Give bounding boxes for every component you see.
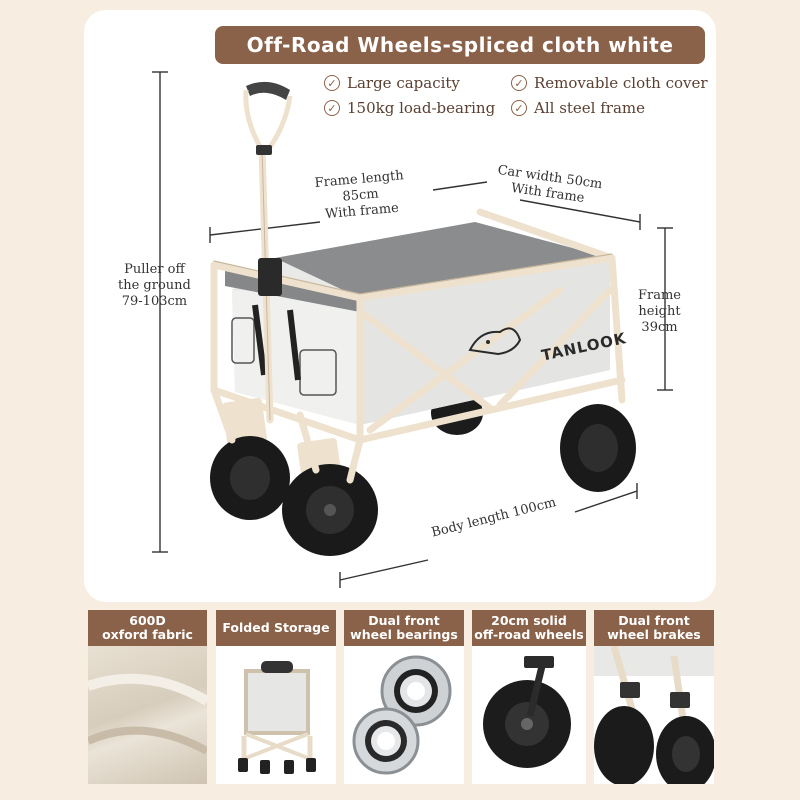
check-circle-icon: ✓ bbox=[511, 75, 527, 91]
pull-handle bbox=[243, 81, 293, 424]
thumb-fabric-image bbox=[88, 646, 207, 784]
feature-label: 150kg load-bearing bbox=[347, 99, 496, 117]
feature-label: Removable cloth cover bbox=[534, 74, 708, 92]
dimension-lines bbox=[152, 71, 673, 588]
feature-large-capacity: ✓ Large capacity bbox=[324, 74, 460, 92]
check-circle-icon: ✓ bbox=[511, 100, 527, 116]
thumb-bearings-title: Dual front wheel bearings bbox=[344, 610, 464, 646]
feature-load-bearing: ✓ 150kg load-bearing bbox=[324, 99, 495, 117]
rear-wheels bbox=[431, 391, 636, 492]
offroad-wheel-drawing bbox=[483, 656, 571, 768]
dimension-frame-height: Frame height 39cm bbox=[638, 288, 682, 335]
thumb-fabric-title: 600D oxford fabric bbox=[88, 610, 207, 646]
folded-wagon-drawing bbox=[238, 661, 316, 774]
dimension-frame-length: Frame length 85cm With frame bbox=[314, 168, 405, 223]
feature-steel-frame: ✓ All steel frame bbox=[511, 99, 645, 117]
product-title: Off-Road Wheels-spliced cloth white bbox=[246, 33, 674, 57]
feature-label: All steel frame bbox=[534, 99, 646, 117]
product-title-banner: Off-Road Wheels-spliced cloth white bbox=[215, 26, 705, 64]
dimension-puller: Puller off the ground 79-103cm bbox=[118, 262, 191, 309]
wagon-diagram bbox=[152, 71, 673, 588]
fabric-texture bbox=[88, 673, 207, 755]
thumb-wheels-title: 20cm solid off-road wheels bbox=[472, 610, 586, 646]
thumb-folded-title: Folded Storage bbox=[216, 610, 336, 646]
thumb-bearings-image bbox=[344, 646, 464, 784]
front-wheels bbox=[210, 397, 378, 556]
check-circle-icon: ✓ bbox=[324, 75, 340, 91]
wagon-frame bbox=[210, 208, 626, 444]
front-frame-legs bbox=[210, 386, 364, 484]
brakes-drawing bbox=[594, 646, 714, 784]
check-circle-icon: ✓ bbox=[324, 100, 340, 116]
bearings-drawing bbox=[352, 655, 452, 775]
feature-label: Large capacity bbox=[347, 74, 460, 92]
brand-logo-mark bbox=[468, 327, 522, 356]
thumb-wheels-image bbox=[472, 646, 586, 784]
thumb-brakes-title: Dual front wheel brakes bbox=[594, 610, 714, 646]
thumb-folded-image bbox=[216, 646, 336, 784]
feature-removable-cover: ✓ Removable cloth cover bbox=[511, 74, 708, 92]
thumb-brakes-image bbox=[594, 646, 714, 784]
